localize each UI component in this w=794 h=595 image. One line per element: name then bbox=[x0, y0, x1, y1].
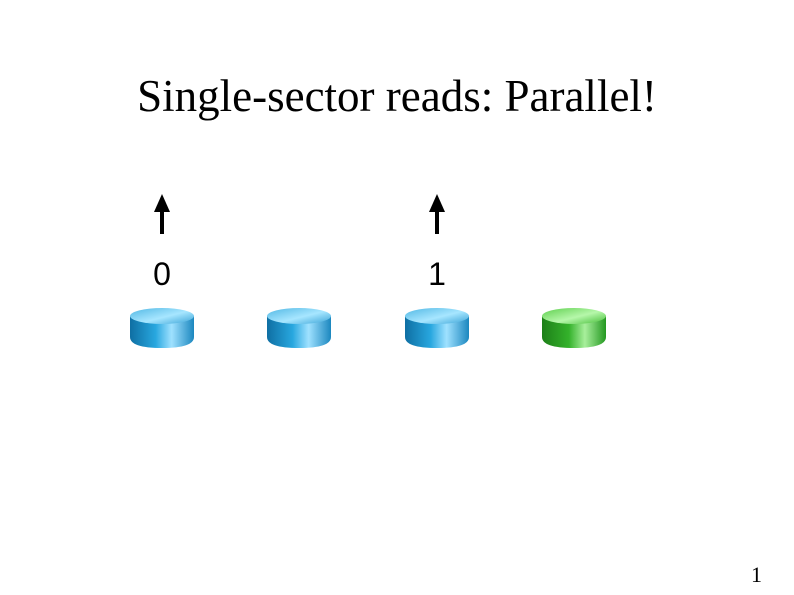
disk-slot-3 bbox=[538, 192, 610, 352]
read-label-0: 0 bbox=[126, 258, 198, 290]
disk-1-icon bbox=[263, 304, 335, 352]
disk-slot-2: 1 bbox=[401, 192, 473, 352]
disk-slot-1 bbox=[263, 192, 335, 352]
parity-disk-icon bbox=[538, 304, 610, 352]
disk-0-icon bbox=[126, 304, 198, 352]
disk-2-icon bbox=[401, 304, 473, 352]
disk-slot-0: 0 bbox=[126, 192, 198, 352]
read-arrow-0-icon bbox=[126, 192, 198, 242]
page-number: 1 bbox=[751, 564, 762, 586]
read-label-2: 1 bbox=[401, 258, 473, 290]
read-arrow-2-icon bbox=[401, 192, 473, 242]
